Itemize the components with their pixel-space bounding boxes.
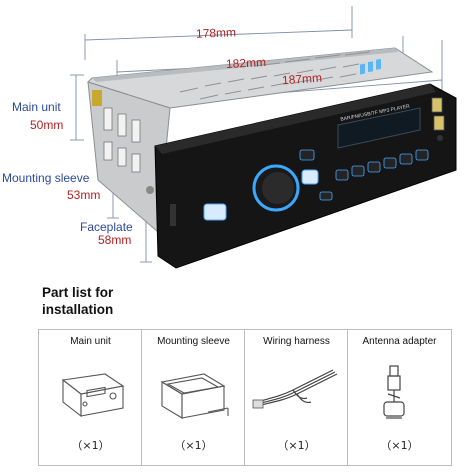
mounting-sleeve-label: Mounting sleeve (2, 171, 90, 185)
part-label: Wiring harness (263, 336, 330, 347)
mounting-sleeve-icon (160, 373, 229, 419)
mounting-sleeve-value: 53mm (67, 188, 101, 202)
part-qty: （×1） (174, 439, 213, 452)
faceplate-label: Faceplate (80, 220, 133, 234)
part-qty: （×1） (71, 439, 110, 452)
width-dimension-178: 178mm (195, 25, 237, 41)
chassis (87, 47, 434, 234)
part-label: Antenna adapter (362, 336, 437, 347)
width-dimension-182: 182mm (225, 54, 267, 72)
main-unit-icon (61, 373, 125, 418)
part-list-title-line2: installation (42, 302, 114, 317)
part-item-main-unit: Main unit （×1） (38, 329, 143, 466)
wiring-harness-icon (252, 369, 338, 409)
car-stereo-illustration (70, 6, 457, 269)
main-unit-value: 50mm (30, 118, 64, 132)
part-label: Mounting sleeve (157, 336, 230, 347)
part-list-title: Part list for installation (42, 284, 113, 318)
part-label: Main unit (70, 336, 111, 347)
part-list-title-line1: Part list for (42, 285, 114, 300)
width-dimension-187: 187mm (281, 70, 323, 88)
part-qty: （×1） (277, 439, 316, 452)
part-item-wiring-harness: Wiring harness （×1） (244, 329, 349, 466)
part-item-antenna-adapter: Antenna adapter （×1） (347, 329, 452, 466)
faceplate-value: 58mm (98, 233, 132, 247)
part-item-mounting-sleeve: Mounting sleeve （×1） (141, 329, 246, 466)
antenna-adapter-icon (383, 365, 405, 419)
main-unit-label: Main unit (12, 100, 61, 114)
faceplate (154, 58, 457, 269)
part-qty: （×1） (380, 439, 419, 452)
